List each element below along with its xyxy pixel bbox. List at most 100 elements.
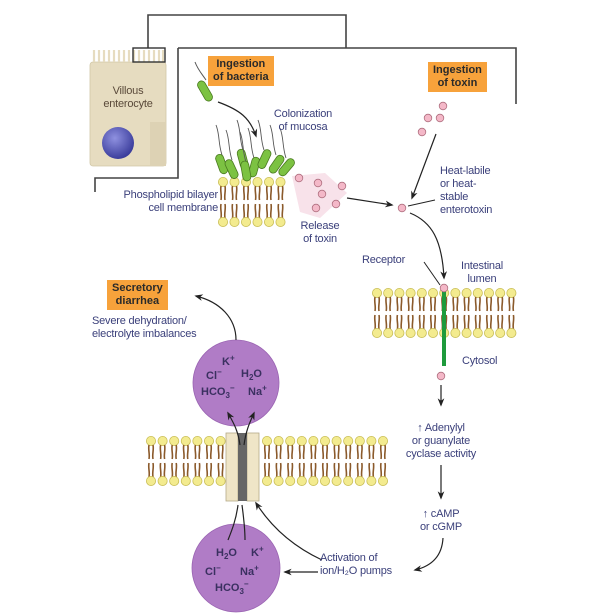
secretory-membrane: [145, 435, 389, 487]
lipid: [427, 287, 439, 339]
lipid: [203, 435, 215, 487]
label-line: of toxin: [303, 233, 337, 245]
lipid: [180, 435, 192, 487]
flagellum: [225, 129, 233, 161]
lipid: [261, 435, 273, 487]
flagellum: [215, 124, 223, 156]
ion-sub: 3: [225, 391, 230, 401]
bacterium: [224, 159, 239, 179]
adenylyl-cyclase-label: ↑ Adenylyl or guanylate cyclase activity: [390, 422, 492, 461]
flagellum: [236, 119, 244, 151]
lipid: [393, 287, 405, 339]
label-line: stable: [440, 191, 469, 203]
frame-upper: [147, 14, 347, 48]
lipid: [371, 287, 383, 339]
label-line: or cGMP: [420, 521, 462, 533]
lipid: [284, 435, 296, 487]
villous-enterocyte-label: Villous enterocyte: [100, 85, 156, 111]
ion-sub: 2: [223, 552, 229, 562]
lipid: [145, 435, 157, 487]
ingestion-of-bacteria-box: Ingestion of bacteria: [208, 56, 274, 86]
frame-left: [94, 48, 179, 192]
ion-pump: [225, 432, 260, 502]
ion-hco3: HCO3−: [201, 384, 235, 401]
lipid: [229, 176, 240, 228]
label-line: Villous: [112, 85, 144, 97]
bacterium: [268, 154, 285, 174]
ion-hco3: HCO3−: [215, 579, 249, 597]
lipid: [354, 435, 366, 487]
ion-sub: 2: [248, 373, 254, 383]
lipid: [275, 176, 286, 228]
ingested-toxins: [417, 101, 448, 137]
cytosol-label: Cytosol: [462, 355, 498, 367]
lipid: [505, 287, 517, 339]
lipid: [461, 287, 473, 339]
ion-charge: +: [258, 544, 264, 554]
arrow-release-to-toxin: [346, 197, 394, 208]
lipid: [342, 435, 354, 487]
bacterium-ingested: [197, 80, 213, 102]
lipid: [472, 287, 484, 339]
ion-charge: −: [243, 579, 249, 589]
frame-lower: [178, 47, 517, 104]
lipid: [382, 287, 394, 339]
ion-na: Na+: [240, 563, 259, 578]
ion-text: Na: [248, 386, 263, 398]
intestinal-lumen-label: Intestinal lumen: [452, 260, 512, 286]
ion-cl: Cl−: [205, 564, 221, 578]
label-line: lumen: [467, 273, 497, 285]
ion-charge: −: [217, 367, 222, 377]
flagellum: [239, 131, 247, 163]
label-line: or guanylate: [411, 435, 471, 447]
dehydration-label: Severe dehydration/ electrolyte imbalanc…: [92, 315, 197, 341]
bacterium: [278, 158, 295, 177]
box-line: diarrhea: [115, 295, 160, 307]
label-line: or heat-: [440, 178, 477, 190]
flagellum: [247, 127, 255, 159]
release-of-toxin-label: Release of toxin: [292, 220, 348, 246]
label-line: cell membrane: [148, 202, 218, 214]
lipid: [273, 435, 285, 487]
frame-lines: [94, 14, 517, 192]
bacterium: [257, 149, 272, 169]
lipid: [377, 435, 389, 487]
label-line: Heat-labile: [440, 165, 491, 177]
phospholipid-label: Phospholipid bilayer cell membrane: [84, 189, 219, 215]
ion-charge: +: [254, 563, 259, 573]
lipid: [157, 435, 169, 487]
ion-text: HCO: [201, 386, 226, 398]
bacterium: [240, 160, 252, 182]
label-line: Activation of: [320, 552, 378, 564]
lipid: [365, 435, 377, 487]
activation-of-pumps-label: Activation of ion/H₂O pumps: [320, 552, 392, 578]
label-line: Intestinal: [460, 260, 504, 272]
lipid: [449, 287, 461, 339]
box-line: of toxin: [437, 77, 478, 89]
ion-text: HCO: [215, 582, 240, 594]
secretory-diarrhea-box: Secretory diarrhea: [107, 280, 168, 310]
ion-sub: 3: [239, 587, 244, 597]
flagellum: [257, 119, 265, 151]
enterotoxin-molecule: [397, 203, 407, 213]
label-line: ↑ Adenylyl: [417, 422, 465, 434]
ion-k: K+: [251, 544, 264, 559]
ion-text: O: [228, 547, 237, 559]
bacteria-group: [194, 61, 295, 182]
label-line: electrolyte imbalances: [92, 328, 197, 340]
bacterium: [248, 156, 261, 178]
ion-text: H: [216, 547, 224, 559]
ion-text: O: [253, 368, 262, 380]
ion-charge: +: [229, 353, 235, 363]
lipid: [191, 435, 203, 487]
label-line: ion/H₂O pumps: [320, 565, 392, 577]
box-line: Secretory: [112, 282, 163, 294]
colonization-label: Colonization of mucosa: [258, 108, 348, 134]
lipid: [252, 176, 263, 228]
ion-text: H: [241, 368, 249, 380]
lipid: [307, 435, 319, 487]
label-line: enterotoxin: [440, 204, 493, 216]
label-line: Colonization: [273, 108, 333, 120]
villous-enterocyte: [89, 47, 167, 167]
